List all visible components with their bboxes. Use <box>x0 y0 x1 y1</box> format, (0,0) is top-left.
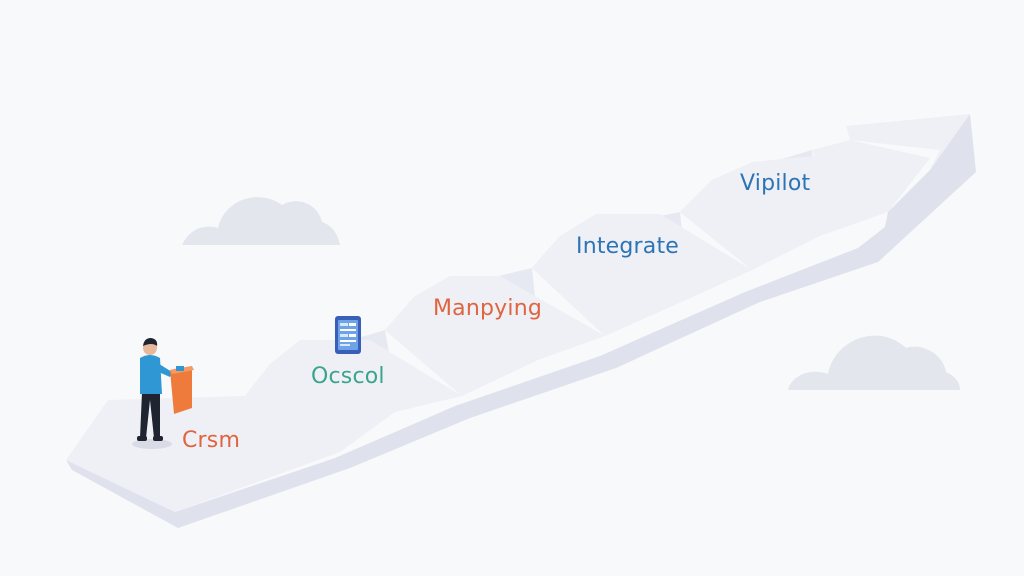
step-3 <box>385 276 605 396</box>
step-1 <box>66 396 340 512</box>
arrow-head <box>846 114 970 170</box>
step-2 <box>245 340 462 452</box>
step-label-4: Integrate <box>576 234 680 259</box>
arrow-head-side <box>878 114 976 262</box>
staircase <box>66 114 976 528</box>
cloud-icon <box>788 335 960 390</box>
step-4 <box>532 214 752 336</box>
document-icon <box>335 316 361 354</box>
step-label-3: Manpying <box>433 296 543 321</box>
podium-icon <box>170 366 194 414</box>
step-label-2: Ocscol <box>311 364 385 389</box>
step-5 <box>680 156 888 270</box>
step-label-1: Crsm <box>182 428 241 453</box>
arrow-shaft <box>812 140 930 212</box>
step-label-5: Vipilot <box>740 171 811 196</box>
cloud-icon <box>182 197 340 245</box>
